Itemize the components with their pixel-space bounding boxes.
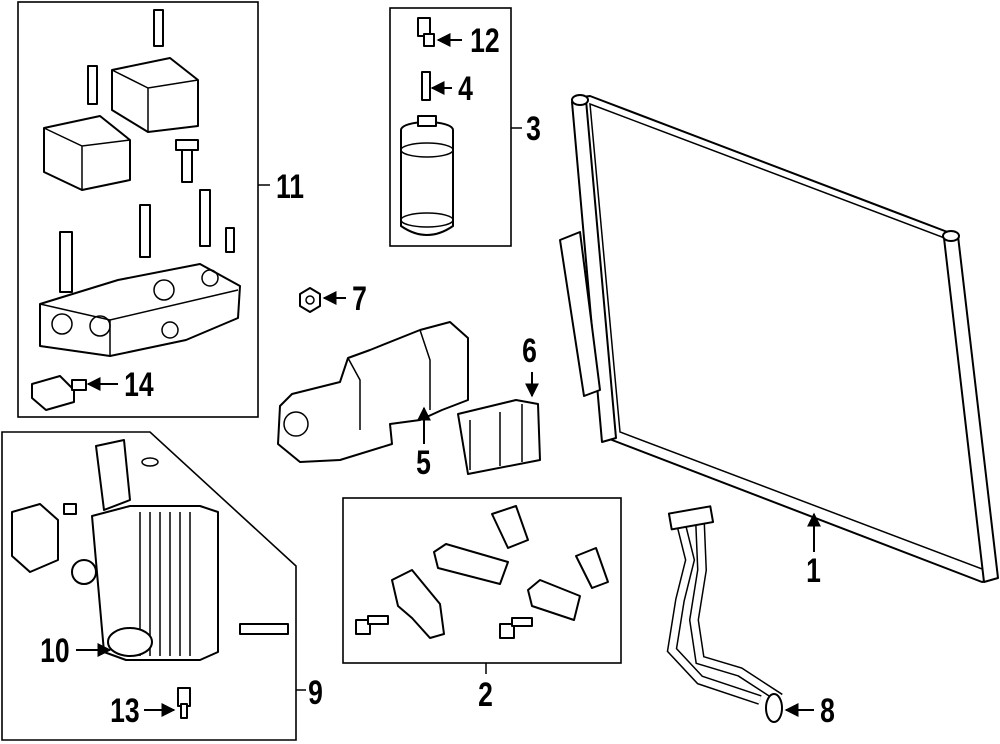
callout-1: 1	[806, 552, 821, 590]
temp-sensor-part[interactable]	[177, 687, 191, 719]
seal-part[interactable]	[433, 543, 581, 621]
callout-8: 8	[820, 692, 835, 730]
group-box-11	[17, 1, 270, 418]
group-box-3	[389, 7, 522, 247]
callout-14: 14	[124, 366, 154, 404]
adapter-part[interactable]	[11, 503, 77, 573]
callout-11: 11	[276, 168, 304, 206]
clip-part[interactable]	[391, 505, 609, 639]
callout-4: 4	[458, 70, 473, 108]
group-box-2	[342, 497, 622, 674]
callout-2: 2	[478, 676, 493, 714]
condenser-part[interactable]	[559, 94, 999, 583]
valve-block-part[interactable]	[39, 263, 241, 357]
hose-assembly-part[interactable]	[666, 505, 783, 723]
control-module-part[interactable]	[43, 57, 199, 191]
callout-12: 12	[470, 22, 500, 60]
callout-13: 13	[110, 692, 140, 730]
callout-10: 10	[40, 632, 70, 670]
screw-part[interactable]	[355, 615, 533, 639]
bolt-part[interactable]	[59, 9, 235, 293]
group-box-9	[1, 431, 306, 741]
receiver-drier-part[interactable]	[400, 115, 454, 236]
hose-bracket-part[interactable]	[95, 439, 159, 511]
stud-part[interactable]	[239, 623, 289, 635]
mount-bracket-part[interactable]	[457, 399, 541, 475]
callout-labels: 1 2 3 4 5 6 7 8 9 10 11 12 13 14	[40, 22, 835, 730]
pressure-switch-part[interactable]	[417, 17, 435, 47]
callout-7: 7	[352, 280, 367, 318]
callout-5: 5	[416, 444, 431, 482]
sensor-part[interactable]	[31, 375, 87, 411]
oil-cooler-part[interactable]	[71, 505, 219, 661]
callout-3: 3	[526, 110, 541, 148]
callout-6: 6	[522, 332, 537, 370]
callout-9: 9	[308, 674, 323, 712]
bracket-part[interactable]	[277, 321, 469, 463]
valve-core-part[interactable]	[421, 71, 431, 101]
nut-part[interactable]	[299, 287, 321, 313]
leader-lines	[76, 33, 821, 717]
